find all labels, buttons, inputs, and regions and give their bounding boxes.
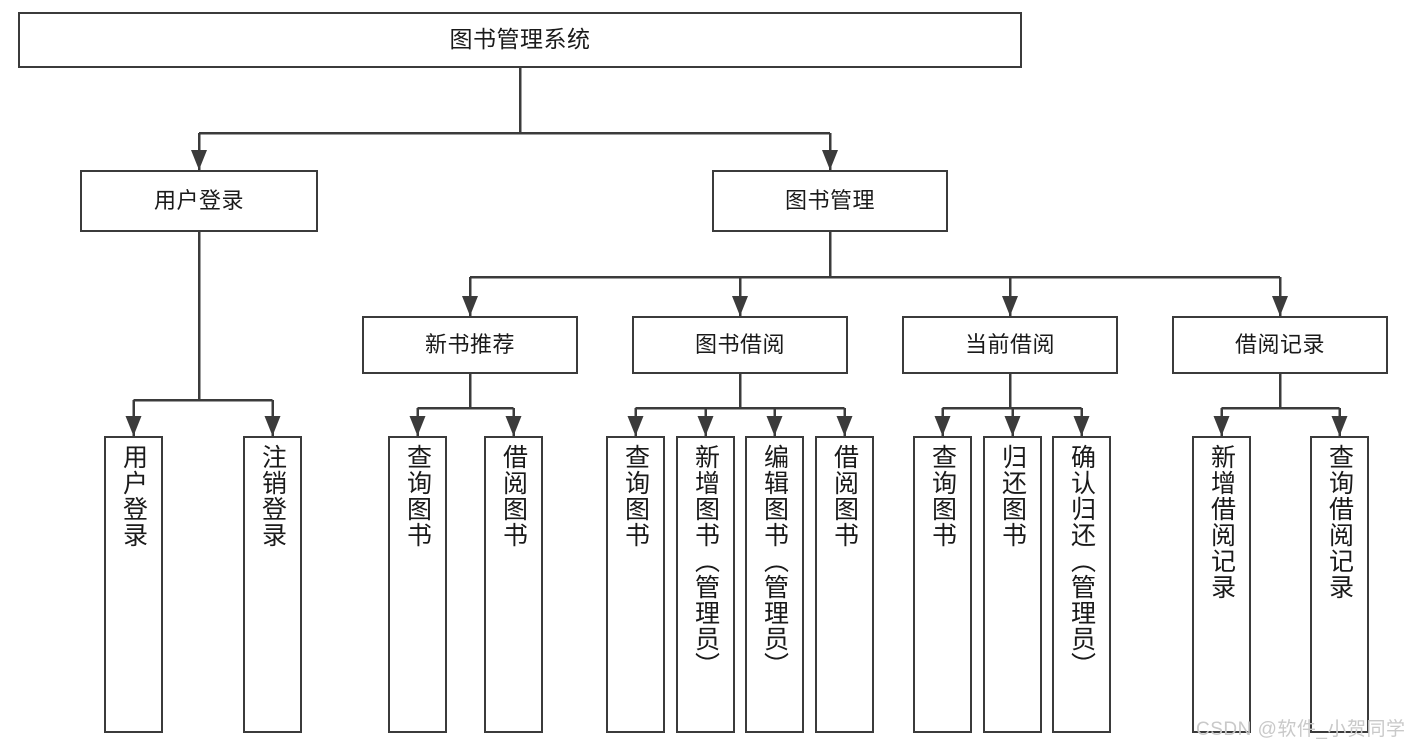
node-l2-book-mgmt[interactable]: 图书管理 (712, 170, 948, 232)
node-leaf-edit-book[interactable]: 编辑图书（管理员） (745, 436, 804, 733)
node-leaf-add-book[interactable]: 新增图书（管理员） (676, 436, 735, 733)
node-label: 查询借阅记录 (1325, 444, 1354, 600)
node-label: 借阅图书 (830, 444, 859, 548)
node-label: 借阅记录 (1234, 331, 1325, 357)
node-root[interactable]: 图书管理系统 (18, 12, 1022, 68)
node-leaf-query-book-2[interactable]: 查询图书 (606, 436, 665, 733)
node-label: 注销登录 (258, 444, 287, 548)
node-leaf-borrow-book-2[interactable]: 借阅图书 (815, 436, 874, 733)
node-label: 查询图书 (403, 444, 432, 548)
node-label: 图书借阅 (694, 331, 785, 357)
node-leaf-borrow-book-1[interactable]: 借阅图书 (484, 436, 543, 733)
node-label: 确认归还（管理员） (1067, 444, 1096, 678)
node-l3-new-book-rec[interactable]: 新书推荐 (362, 316, 578, 374)
node-label: 图书管理系统 (449, 26, 591, 53)
node-leaf-add-record[interactable]: 新增借阅记录 (1192, 436, 1251, 733)
node-l3-borrow-record[interactable]: 借阅记录 (1172, 316, 1388, 374)
node-leaf-query-record[interactable]: 查询借阅记录 (1310, 436, 1369, 733)
node-label: 新增借阅记录 (1207, 444, 1236, 600)
node-leaf-user-login[interactable]: 用户登录 (104, 436, 163, 733)
node-label: 新增图书（管理员） (691, 444, 720, 678)
node-label: 归还图书 (998, 444, 1027, 548)
node-label: 当前借阅 (964, 331, 1055, 357)
node-leaf-return-book[interactable]: 归还图书 (983, 436, 1042, 733)
node-leaf-confirm-return[interactable]: 确认归还（管理员） (1052, 436, 1111, 733)
node-label: 新书推荐 (424, 331, 515, 357)
node-label: 查询图书 (928, 444, 957, 548)
node-l3-current-borrow[interactable]: 当前借阅 (902, 316, 1118, 374)
node-label: 查询图书 (621, 444, 650, 548)
node-l2-user-login[interactable]: 用户登录 (80, 170, 318, 232)
node-label: 用户登录 (153, 187, 244, 213)
node-leaf-query-book-1[interactable]: 查询图书 (388, 436, 447, 733)
node-l3-book-borrow[interactable]: 图书借阅 (632, 316, 848, 374)
node-leaf-logout[interactable]: 注销登录 (243, 436, 302, 733)
watermark-text: CSDN @软件_小贺同学 (1196, 719, 1405, 740)
node-label: 借阅图书 (499, 444, 528, 548)
node-label: 编辑图书（管理员） (760, 444, 789, 678)
node-label: 图书管理 (784, 187, 875, 213)
node-label: 用户登录 (119, 444, 148, 548)
node-leaf-query-book-3[interactable]: 查询图书 (913, 436, 972, 733)
